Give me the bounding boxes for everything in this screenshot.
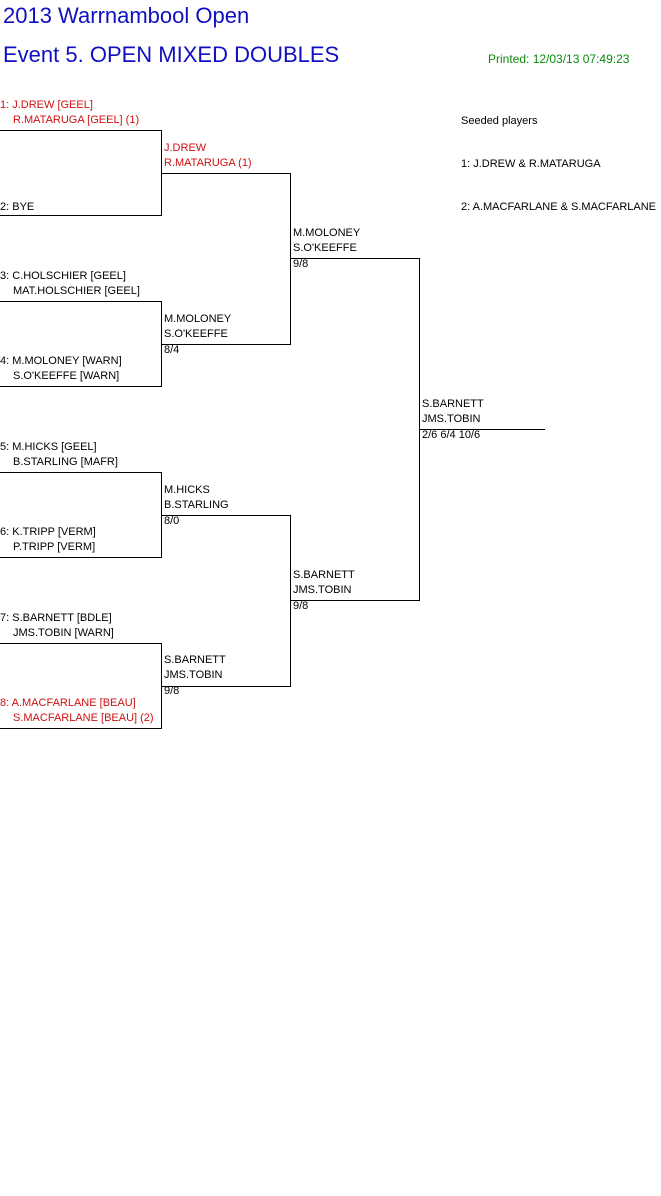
r1-entry-6-line2: P.TRIPP [VERM]: [13, 541, 96, 553]
r1-line-4: [0, 386, 162, 387]
r1-connector-1: [161, 130, 162, 216]
sf-entry-2-score: 9/8: [293, 600, 309, 612]
sf-connector: [419, 258, 420, 601]
r1-entry-8-line2: S.MACFARLANE [BEAU] (2): [13, 712, 154, 724]
r1-entry-6-line1: 6: K.TRIPP [VERM]: [0, 526, 96, 538]
r2-entry-2-score: 8/4: [164, 344, 180, 356]
sf-line-1: [291, 258, 420, 259]
r1-entry-2-line1: 2: BYE: [0, 201, 35, 213]
r1-entry-3-line2: MAT.HOLSCHIER [GEEL]: [13, 285, 140, 297]
r1-entry-7-line2: JMS.TOBIN [WARN]: [13, 627, 114, 639]
r2-line-1: [162, 173, 291, 174]
event-title: Event 5. OPEN MIXED DOUBLES: [3, 42, 340, 67]
r1-entry-4-line2: S.O'KEEFFE [WARN]: [13, 370, 120, 382]
r1-entry-7-line1: 7: S.BARNETT [BDLE]: [0, 612, 112, 624]
r2-entry-3-line1: M.HICKS: [164, 484, 210, 496]
r1-entry-3-line1: 3: C.HOLSCHIER [GEEL]: [0, 270, 126, 282]
seeded-players-heading: Seeded players: [461, 115, 538, 127]
sf-entry-2-line2: JMS.TOBIN: [293, 584, 352, 596]
final-winner-line1: S.BARNETT: [422, 398, 484, 410]
r2-entry-4-score: 9/8: [164, 685, 180, 697]
r1-line-3: [0, 301, 162, 302]
sf-entry-1-line2: S.O'KEEFFE: [293, 242, 357, 254]
r1-line-8: [0, 728, 162, 729]
tournament-title: 2013 Warrnambool Open: [3, 3, 250, 28]
r1-line-7: [0, 643, 162, 644]
r2-entry-4-line1: S.BARNETT: [164, 654, 226, 666]
r2-line-4: [162, 686, 291, 687]
r2-line-3: [162, 515, 291, 516]
r2-entry-3-score: 8/0: [164, 515, 180, 527]
r1-entry-8-line1: 8: A.MACFARLANE [BEAU]: [0, 697, 136, 709]
final-score: 2/6 6/4 10/6: [422, 429, 481, 441]
r2-entry-3-line2: B.STARLING: [164, 499, 229, 511]
r1-entry-1-line1: 1: J.DREW [GEEL]: [0, 99, 93, 111]
r1-connector-4: [161, 643, 162, 729]
printed-timestamp: Printed: 12/03/13 07:49:23: [488, 52, 630, 66]
r1-line-1: [0, 130, 162, 131]
r2-entry-1-line2: R.MATARUGA (1): [164, 157, 252, 169]
r1-connector-3: [161, 472, 162, 558]
r1-line-6: [0, 557, 162, 558]
seeded-player-1: 1: J.DREW & R.MATARUGA: [461, 158, 601, 170]
r1-entry-5-line2: B.STARLING [MAFR]: [13, 456, 118, 468]
r2-entry-4-line2: JMS.TOBIN: [164, 669, 223, 681]
sf-entry-2-line1: S.BARNETT: [293, 569, 355, 581]
r2-line-2: [162, 344, 291, 345]
r1-entry-4-line1: 4: M.MOLONEY [WARN]: [0, 355, 122, 367]
final-winner-line2: JMS.TOBIN: [422, 413, 481, 425]
seeded-player-2: 2: A.MACFARLANE & S.MACFARLANE: [461, 201, 657, 213]
sf-entry-1-line1: M.MOLONEY: [293, 227, 361, 239]
r2-entry-2-line1: M.MOLONEY: [164, 313, 232, 325]
sf-line-2: [291, 600, 420, 601]
final-line: [420, 429, 545, 430]
r2-entry-1-line1: J.DREW: [164, 142, 207, 154]
r1-line-5: [0, 472, 162, 473]
r2-connector-2: [290, 515, 291, 687]
r1-entry-5-line1: 5: M.HICKS [GEEL]: [0, 441, 97, 453]
r1-line-2: [0, 215, 162, 216]
r1-entry-1-line2: R.MATARUGA [GEEL] (1): [13, 114, 140, 126]
sf-entry-1-score: 9/8: [293, 258, 309, 270]
r1-connector-2: [161, 301, 162, 387]
r2-entry-2-line2: S.O'KEEFFE: [164, 328, 228, 340]
r2-connector-1: [290, 173, 291, 345]
